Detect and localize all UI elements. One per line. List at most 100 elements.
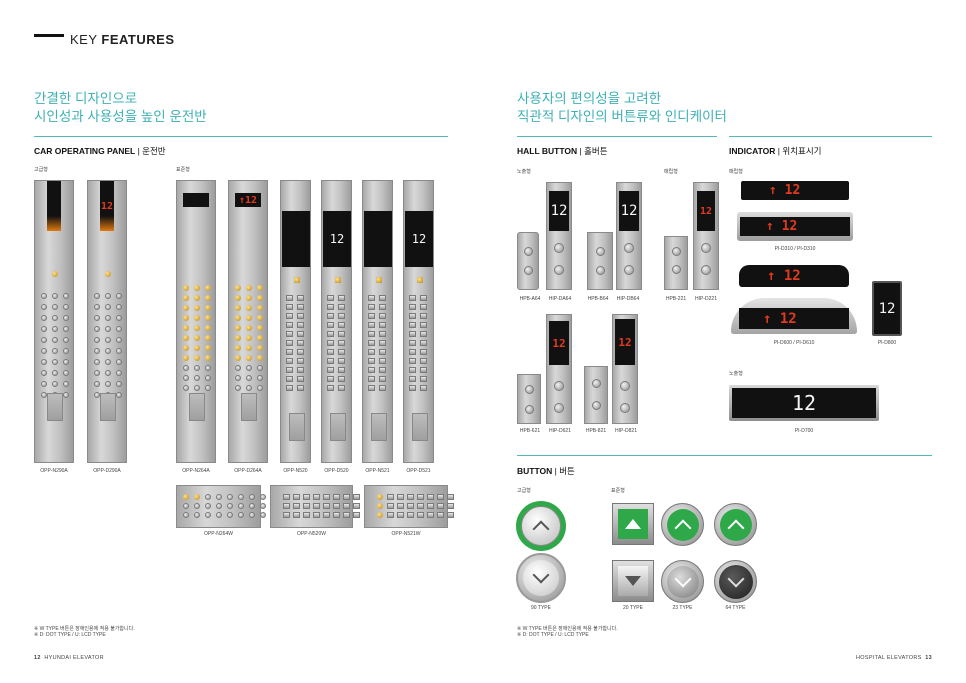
cop-panel: 12 (87, 180, 127, 463)
indicator-pi-d600: ↑ 12 (739, 265, 849, 287)
wide-panel-caption-1: OPP-N264W (204, 531, 233, 537)
left-rule (34, 136, 448, 137)
wide-panel-button (447, 512, 454, 518)
hall-indicator-hip-da64: 12 (546, 182, 572, 290)
chevron-up-icon (674, 519, 691, 536)
cop-button-grid (368, 295, 386, 391)
cop-floor-button (116, 304, 122, 310)
cop-floor-button (409, 295, 416, 301)
wide-panel-button (313, 512, 320, 518)
cop-floor-button (235, 385, 241, 391)
hall-caption: HIP-D221 (695, 296, 717, 302)
cop-floor-button (235, 305, 241, 311)
indicator-section-title: INDICATOR | 위치표시기 (729, 146, 822, 156)
cop-floor-button (420, 304, 427, 310)
wide-panel-button (427, 503, 434, 509)
cop-floor-button (379, 340, 386, 346)
cop-floor-button (94, 315, 100, 321)
cop-floor-button (183, 295, 189, 301)
cop-floor-button (379, 349, 386, 355)
wide-panel-button (407, 494, 414, 500)
wide-panel-button (397, 494, 404, 500)
cop-floor-button (368, 358, 375, 364)
hall-buried-label: 매립형 (664, 169, 678, 175)
indicator-pi-d310-b: ↑ 12 (737, 212, 853, 241)
cop-display: 12 (323, 211, 351, 267)
cop-floor-button (205, 335, 211, 341)
cop-floor-button (379, 313, 386, 319)
cop-floor-button (235, 345, 241, 351)
cop-floor-button (183, 315, 189, 321)
cop-floor-button (420, 376, 427, 382)
cop-floor-button (286, 313, 293, 319)
wide-panel-button (249, 503, 255, 509)
cop-floor-button (246, 305, 252, 311)
ind-buried-label: 매립형 (729, 169, 743, 175)
button-rule (517, 455, 932, 456)
cop-floor-button (63, 359, 69, 365)
cop-floor-button (246, 375, 252, 381)
cop-floor-button (52, 326, 58, 332)
wide-panel-button (387, 512, 394, 518)
cop-floor-button (297, 367, 304, 373)
wide-panel-button (283, 503, 290, 509)
cop-floor-button (194, 305, 200, 311)
cop-service-box (411, 413, 428, 441)
wide-panel-caption-3: OPP-N521W (391, 531, 421, 537)
cop-button-grid (327, 295, 345, 391)
cop-floor-button (338, 385, 345, 391)
cop-floor-button (246, 325, 252, 331)
cop-panel: 12 (321, 180, 352, 463)
cop-floor-button (338, 340, 345, 346)
wide-panel-button (343, 512, 350, 518)
right-footnote-1: ※ W TYPE 버튼은 장애인용에 적용 불가합니다. (517, 626, 618, 632)
hall-indicator-hip-db64: 12 (616, 182, 642, 290)
wide-panel-button (194, 512, 200, 518)
wide-panel-button (293, 503, 300, 509)
cop-alarm-button (105, 271, 111, 277)
wide-panel-button (323, 503, 330, 509)
cop-floor-button (368, 295, 375, 301)
cop-floor-button (286, 385, 293, 391)
cop-display-value: 12 (100, 200, 114, 212)
cop-floor-button (420, 340, 427, 346)
wide-panel-button (227, 503, 233, 509)
cop-floor-button (105, 315, 111, 321)
cop-floor-button (41, 326, 47, 332)
wide-panel-button (437, 503, 444, 509)
hall-up-button (524, 247, 533, 256)
indicator-pi-d310-a: ↑ 12 (741, 181, 849, 200)
cop-floor-button (379, 322, 386, 328)
chevron-up-icon (532, 520, 550, 538)
cop-panel-caption: OPP-D521 (406, 468, 431, 474)
cop-floor-button (105, 381, 111, 387)
cop-display: ↑12 (235, 193, 261, 207)
left-footnote-1: ※ W TYPE 버튼은 장애인용에 적용 불가합니다. (34, 626, 135, 632)
cop-floor-button (205, 325, 211, 331)
cop-service-box (100, 393, 116, 421)
cop-display: 12 (100, 181, 114, 231)
cop-floor-button (409, 331, 416, 337)
cop-floor-button (246, 345, 252, 351)
cop-floor-button (41, 293, 47, 299)
cop-floor-button (379, 367, 386, 373)
cop-floor-button (327, 358, 334, 364)
cop-floor-button (194, 385, 200, 391)
wide-panel-button (397, 512, 404, 518)
wide-panel-caption-2: OPP-N520W (297, 531, 326, 537)
cop-floor-button (52, 370, 58, 376)
chevron-up-icon (727, 519, 744, 536)
cop-floor-button (338, 331, 345, 337)
cop-alarm-button (416, 277, 423, 283)
cop-button-grid (409, 295, 427, 391)
wide-panel-button (293, 494, 300, 500)
cop-floor-button (205, 285, 211, 291)
cop-floor-button (116, 381, 122, 387)
cop-floor-button (297, 304, 304, 310)
cop-floor-button (409, 367, 416, 373)
wide-panel-button (407, 503, 414, 509)
cop-floor-button (379, 376, 386, 382)
cop-floor-button (41, 392, 47, 398)
cop-floor-button (327, 331, 334, 337)
cop-panel (34, 180, 74, 463)
